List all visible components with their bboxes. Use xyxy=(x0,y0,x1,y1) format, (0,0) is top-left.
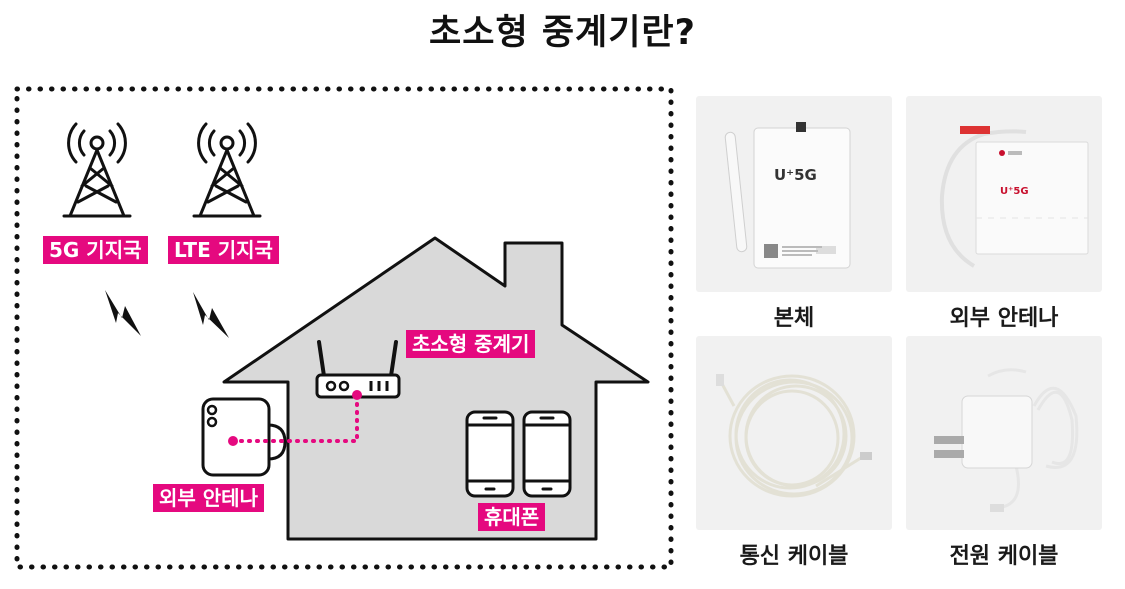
router-icon xyxy=(315,340,401,400)
page-title: 초소형 중계기란? xyxy=(429,13,696,53)
cable-photo xyxy=(696,336,892,530)
external-antenna-photo: U⁺5G xyxy=(906,96,1102,292)
house-shape xyxy=(222,236,650,541)
external-antenna-label: 외부 안테나 xyxy=(153,484,264,512)
power-cable-caption: 전원 케이블 xyxy=(949,544,1059,569)
tower-5g-label: 5G 기지국 xyxy=(43,236,148,264)
tower-lte-icon xyxy=(192,122,262,218)
tower-5g-icon xyxy=(62,122,132,218)
external-antenna-caption: 외부 안테나 xyxy=(949,306,1059,331)
phone-icon-2 xyxy=(522,410,572,498)
main-unit-brand: U⁺5G xyxy=(774,166,817,184)
tower-lte-label: LTE 기지국 xyxy=(168,236,279,264)
main-unit-caption: 본체 xyxy=(773,306,815,331)
cable-caption: 통신 케이블 xyxy=(739,544,849,569)
signal-bolt-icon-2 xyxy=(193,292,229,338)
main-unit-photo: U⁺5G xyxy=(696,96,892,292)
power-cable-photo xyxy=(906,336,1102,530)
phone-icon xyxy=(465,410,515,498)
repeater-label: 초소형 중계기 xyxy=(406,330,536,358)
antenna-brand: U⁺5G xyxy=(1000,186,1029,197)
signal-bolt-icon xyxy=(105,290,141,336)
phone-label: 휴대폰 xyxy=(478,503,546,531)
external-antenna-icon xyxy=(201,397,287,477)
dotted-frame xyxy=(14,86,674,570)
cable-line xyxy=(231,393,359,443)
